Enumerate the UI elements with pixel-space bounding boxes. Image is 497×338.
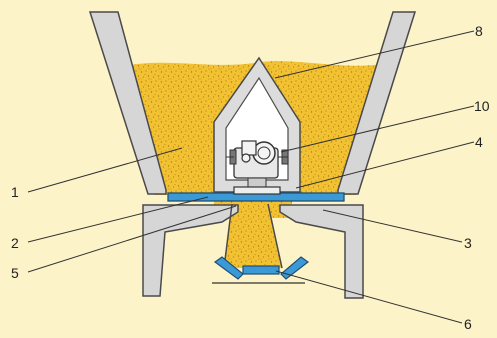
label-1: 1 [11,184,19,200]
label-8: 8 [475,23,483,39]
label-3: 3 [464,235,472,251]
label-5: 5 [11,265,19,281]
left-support-structure [143,205,238,296]
label-6: 6 [464,316,472,332]
leader-6 [276,271,462,323]
label-4: 4 [475,134,483,150]
label-10: 10 [474,98,490,114]
plate-hub [234,187,280,194]
label-2: 2 [11,235,19,251]
